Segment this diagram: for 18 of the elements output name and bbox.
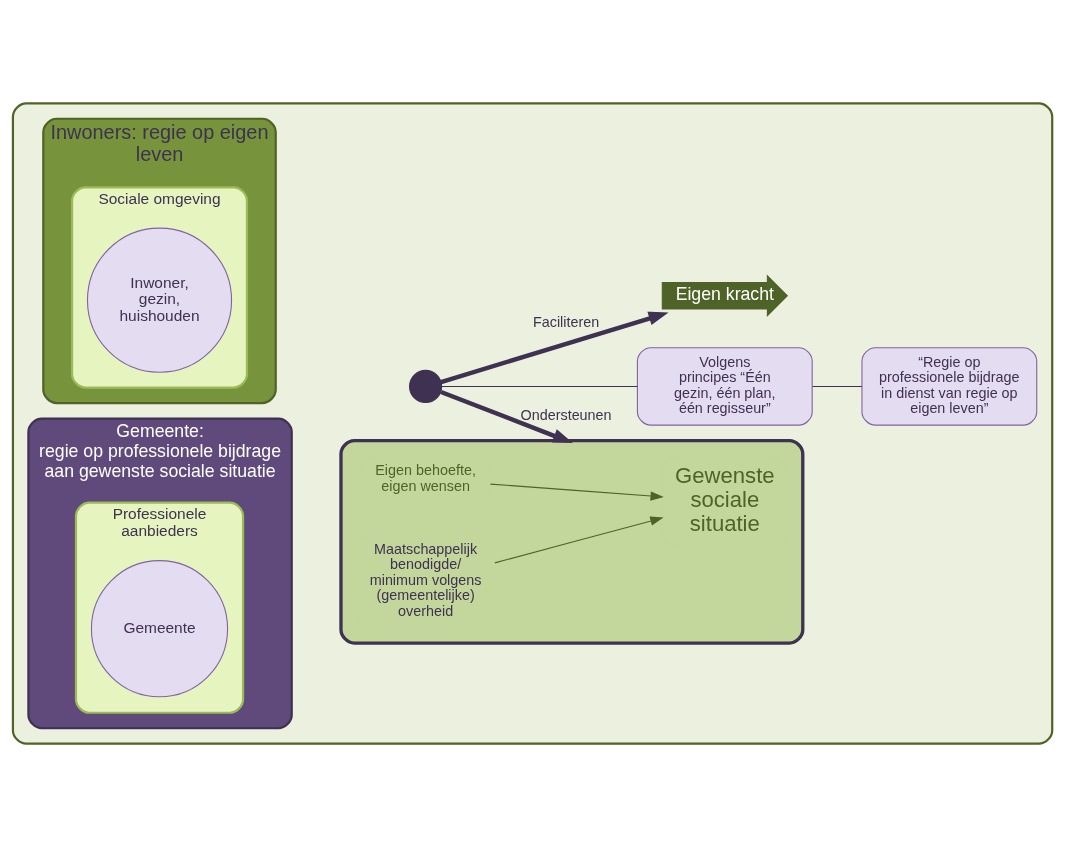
cluster [339, 438, 805, 645]
node-box: Volgens principes “Één gezin, één plan, één regisseur” [636, 346, 813, 426]
node-box: “Regie op professionele bijdrage in dienst van regie op eigen leven” [861, 346, 1038, 426]
node-circle: Inwoner, gezin, huishouden [86, 227, 233, 373]
connector [811, 385, 863, 387]
node-circle: Gemeente [90, 559, 229, 697]
edge-label: Faciliteren [532, 313, 600, 330]
cluster [11, 101, 1054, 745]
connector [441, 385, 638, 387]
node-text: Maatschappelijk benodigde/ minimum volgens (gemeentelijke) overheid [369, 540, 482, 619]
arrow [440, 389, 573, 443]
arrow [494, 516, 664, 563]
node-text: Gewenste sociale situatie [675, 462, 775, 536]
node-text: Eigen behoefte, eigen wensen [375, 461, 476, 494]
arrow [440, 311, 669, 384]
node-circle [409, 369, 443, 403]
edge-label: Ondersteunen [520, 406, 612, 423]
arrow [489, 483, 664, 501]
